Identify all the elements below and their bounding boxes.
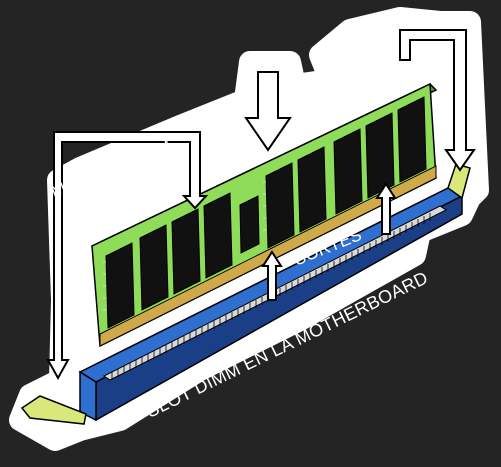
chip-small	[239, 195, 260, 254]
chip-6	[297, 146, 327, 233]
dimm-module	[90, 82, 438, 348]
left-lever-arrow-icon	[46, 131, 209, 381]
arrows	[46, 29, 476, 381]
slot-pins	[111, 213, 431, 380]
slot-left-block	[79, 370, 97, 422]
chip-9	[397, 96, 427, 183]
chip-8	[365, 112, 395, 199]
chip-pins	[103, 181, 266, 311]
chip-3	[171, 208, 201, 295]
notch-arrow-left-icon	[261, 250, 283, 301]
pcb-contacts	[99, 165, 437, 347]
chip-1	[105, 242, 135, 329]
chip-4	[203, 192, 233, 279]
memory-chips	[105, 96, 427, 329]
insert-arrow-icon	[244, 71, 292, 152]
chip-5	[265, 162, 295, 249]
chip-7	[333, 128, 363, 215]
right-lever-arrow-icon	[399, 29, 476, 172]
ejector-lever-right	[447, 163, 471, 200]
chip-2	[139, 224, 169, 311]
ejector-lever-left	[20, 395, 87, 425]
notch-arrow-right-icon	[375, 182, 397, 235]
